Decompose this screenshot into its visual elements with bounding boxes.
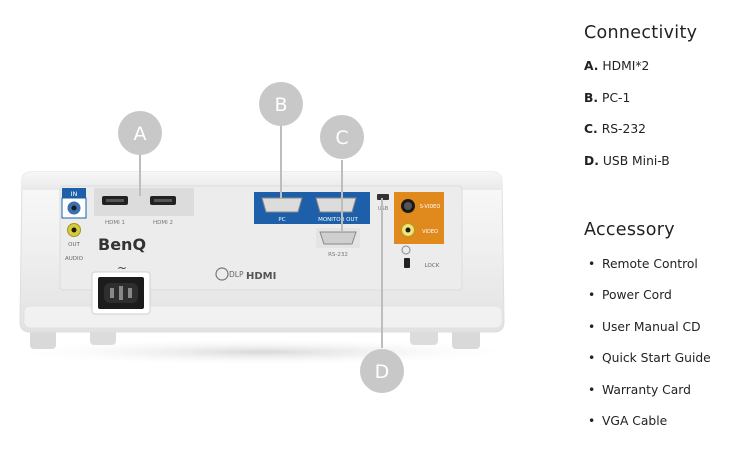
callout-d-label: D [375, 361, 390, 383]
bullet: • [588, 288, 596, 302]
connectivity-item: A.HDMI*2 [584, 59, 650, 73]
connectivity-item: B.PC-1 [584, 91, 631, 105]
dlp-logo: DLP [229, 270, 244, 279]
connectivity-item: D.USB Mini-B [584, 154, 670, 168]
usb-label: USB [378, 206, 389, 212]
pc-label: PC [278, 217, 285, 223]
callout-c: C [320, 115, 364, 159]
connectivity-title: Connectivity [584, 23, 698, 43]
bullet: • [588, 351, 596, 365]
accessory-item: Power Cord [602, 288, 672, 302]
lock-label: LOCK [425, 263, 440, 269]
brand-logo: BenQ [98, 235, 146, 254]
lock-icon [401, 245, 411, 255]
kensington-slot [404, 258, 410, 268]
hdmi-2-label: HDMI 2 [153, 220, 173, 226]
accessory-item: VGA Cable [602, 414, 668, 428]
dlp-logo-mark [215, 267, 229, 281]
rs232-label: RS-232 [328, 252, 348, 258]
video-panel [394, 192, 444, 244]
accessory-item: Remote Control [602, 257, 698, 271]
pc-vga-port [261, 197, 303, 213]
svideo-label: S-VIDEO [420, 204, 441, 210]
callout-b-label: B [274, 94, 287, 116]
monitor-out-port [315, 197, 357, 213]
callout-b: B [259, 82, 303, 126]
accessory-title: Accessory [584, 220, 675, 240]
floor-shadow [0, 338, 524, 366]
video-label: VIDEO [422, 229, 438, 235]
rs232-port [319, 231, 357, 245]
accessory-item: Quick Start Guide [602, 351, 711, 365]
bullet: • [588, 383, 596, 397]
accessory-item: Warranty Card [602, 383, 691, 397]
usb-mini-port [377, 194, 389, 200]
bullet: • [588, 257, 596, 271]
connectivity-item: C.RS-232 [584, 122, 646, 136]
monitor-out-label: MONITOR OUT [318, 217, 358, 223]
bullet: • [588, 414, 596, 428]
projector-rear-view: IN OUT AUDIO HDMI 1 HDMI 2 BenQ ~ DLP HD… [0, 82, 524, 393]
audio-in-label: IN [71, 190, 78, 198]
bullet: • [588, 320, 596, 334]
callout-c-label: C [335, 127, 348, 149]
callout-a: A [118, 111, 162, 155]
audio-in-badge [62, 188, 86, 198]
callout-a-label: A [134, 123, 147, 145]
spec-panel: Connectivity A.HDMI*2 B.PC-1 C.RS-232 D.… [584, 0, 732, 466]
hdmi-1-label: HDMI 1 [105, 220, 125, 226]
audio-out-label: OUT [68, 242, 80, 248]
hdmi-logo: HDMI [246, 271, 276, 282]
audio-label: AUDIO [65, 256, 84, 262]
accessory-item: User Manual CD [602, 320, 701, 334]
callout-d: D [360, 349, 404, 393]
ac-symbol: ~ [117, 261, 127, 275]
